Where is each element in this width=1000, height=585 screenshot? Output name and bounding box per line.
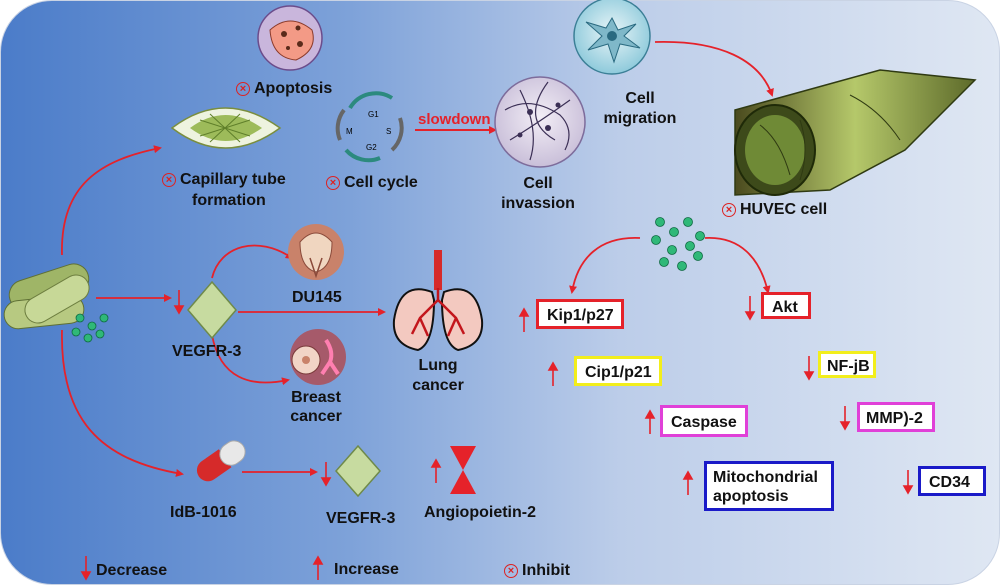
breast-cancer-icon <box>290 329 346 385</box>
lung-label-line2: cancer <box>412 377 464 394</box>
akt-box: Akt <box>761 292 811 319</box>
cell-migration-icon <box>573 0 651 75</box>
cell-migration-label-line1: Cell <box>625 90 655 107</box>
caspase-box: Caspase <box>660 405 748 437</box>
nfjb-box: NF-jB <box>818 351 876 378</box>
decrease-indicator-cd34 <box>902 470 914 495</box>
huvec-label: × HUVEC cell <box>722 200 827 219</box>
cell-cycle-text: Cell cycle <box>344 174 418 191</box>
increase-indicator-mito <box>682 470 694 495</box>
lungs-icon <box>392 250 484 352</box>
cell-invasion-icon <box>494 76 586 168</box>
capillary-text-line2: formation <box>192 192 266 209</box>
vegfr3-diamond-bottom <box>335 444 381 498</box>
apoptosis-cell-icon <box>257 5 323 71</box>
arrow-dots-to-kip <box>569 237 641 294</box>
increase-indicator-caspase <box>644 409 656 434</box>
apoptosis-label: × Apoptosis <box>236 79 332 98</box>
legend-increase-label: Increase <box>334 561 399 578</box>
lung-label-line1: Lung <box>418 357 458 374</box>
idb1016-capsule-icon <box>196 440 246 482</box>
inhibit-icon: × <box>162 172 176 187</box>
compound-dots-icon <box>651 217 705 271</box>
inhibit-icon: × <box>236 81 250 96</box>
apoptosis-text: Apoptosis <box>254 80 333 97</box>
capillary-tube-icon <box>170 107 282 149</box>
drug-capsules-icon <box>3 263 109 343</box>
angiopoietin-hourglass-icon <box>450 446 476 494</box>
angiopoietin-label: Angiopoietin-2 <box>424 504 536 521</box>
inhibit-icon: × <box>504 563 518 578</box>
slowdown-label: slowdown <box>418 111 491 128</box>
increase-indicator-kip <box>518 307 530 332</box>
decrease-indicator-vegfr3-top <box>173 290 185 315</box>
legend-increase-arrow-icon <box>312 555 324 580</box>
legend-decrease-label: Decrease <box>96 562 168 579</box>
capillary-label: × Capillary tube <box>162 170 286 189</box>
decrease-indicator-nfjb <box>803 356 815 381</box>
phase-s: S <box>386 127 391 136</box>
idb-label: IdB-1016 <box>170 504 237 521</box>
mmp2-box: MMP)-2 <box>857 402 935 432</box>
phase-g1: G1 <box>368 110 379 119</box>
decrease-indicator-akt <box>744 296 756 321</box>
breast-label-line1: Breast <box>291 389 341 406</box>
increase-indicator-angiopoietin <box>430 458 442 483</box>
du145-prostate-icon <box>288 224 344 280</box>
inhibit-icon: × <box>326 175 340 190</box>
arrow-vegfr3-to-breast <box>211 334 290 386</box>
huvec-text: HUVEC cell <box>740 201 828 218</box>
vegfr3-bottom-label: VEGFR-3 <box>326 510 396 527</box>
decrease-indicator-mmp <box>839 406 851 431</box>
cell-invasion-label-line2: invassion <box>501 195 575 212</box>
vegfr3-diamond-top <box>187 280 237 340</box>
arrow-dots-to-akt <box>704 237 771 294</box>
phase-g2: G2 <box>366 143 377 152</box>
increase-indicator-cip <box>547 361 559 386</box>
cd34-box: CD34 <box>918 466 986 496</box>
arrow-vegfr3-to-du145 <box>211 244 294 279</box>
du145-label: DU145 <box>292 289 342 306</box>
breast-label-line2: cancer <box>290 408 342 425</box>
legend-inhibit-text: Inhibit <box>522 562 570 579</box>
arrow-pill-to-capillary <box>61 145 162 256</box>
vegfr3-top-label: VEGFR-3 <box>172 343 242 360</box>
cell-migration-label-line2: migration <box>603 110 677 127</box>
legend-decrease-arrow-icon <box>80 556 92 581</box>
cell-invasion-label-line1: Cell <box>523 175 553 192</box>
mitochondrial-apoptosis-box: Mitochondrial apoptosis <box>704 461 834 511</box>
cell-cycle-icon: G1 S G2 M <box>335 91 404 163</box>
mito-line1: Mitochondrial <box>713 469 818 486</box>
decrease-indicator-vegfr3-bottom <box>320 462 332 487</box>
capillary-text-line1: Capillary tube <box>180 171 286 188</box>
huvec-vessel-icon <box>734 69 977 196</box>
arrow-migration-to-huvec <box>654 41 774 97</box>
cell-cycle-label: × Cell cycle <box>326 173 418 192</box>
mito-line2: apoptosis <box>713 488 789 505</box>
cip1-p21-box: Cip1/p21 <box>574 356 662 386</box>
legend-inhibit-label: × Inhibit <box>504 561 570 580</box>
arrow-pill-to-idb <box>61 329 184 477</box>
inhibit-icon: × <box>722 202 736 217</box>
phase-m: M <box>346 127 353 136</box>
kip1-p27-box: Kip1/p27 <box>536 299 624 329</box>
